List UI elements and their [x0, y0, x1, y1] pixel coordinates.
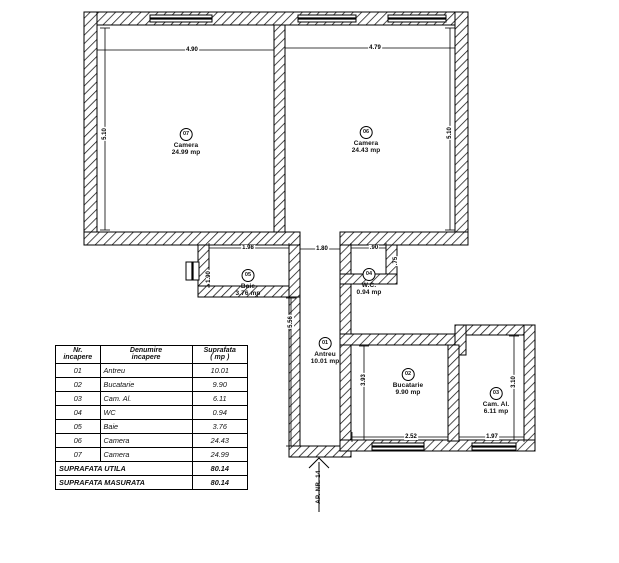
cell-nr: 04 — [55, 404, 101, 420]
room-number-badge: 03 — [489, 387, 503, 400]
dimension-text: 5.10 — [447, 126, 453, 140]
openings — [149, 14, 517, 451]
dimension-text: .90 — [368, 245, 380, 251]
room-schedule-table: Nr. incapere Denumire incapere Suprafata… — [55, 345, 249, 490]
dimension-text: 3.10 — [511, 375, 517, 389]
table-header-row: Nr. incapere Denumire incapere Suprafata… — [55, 345, 249, 364]
cell-area: 6.11 — [191, 390, 249, 406]
room-name: Baie — [240, 282, 256, 290]
room-number-badge: 05 — [241, 269, 255, 282]
walls — [83, 11, 536, 458]
room-number-badge: 04 — [362, 268, 376, 281]
cell-name: Baie — [99, 418, 193, 434]
cell-name: Camera — [99, 446, 193, 462]
header-area: Suprafata ( mp ) — [191, 345, 249, 364]
cell-area: 0.94 — [191, 404, 249, 420]
room-name: W.C. — [361, 281, 377, 289]
dimension-text: 3.93 — [361, 373, 367, 387]
cell-area: 24.43 — [191, 432, 249, 448]
room-area: 0.94 mp — [356, 288, 382, 296]
header-nr: Nr. incapere — [55, 345, 101, 364]
cell-nr: 07 — [55, 446, 101, 462]
cell-name: Antreu — [99, 362, 193, 378]
cell-nr: 05 — [55, 418, 101, 434]
room-area: 3.76 mp — [235, 289, 261, 297]
room-name: Antreu — [314, 350, 336, 358]
room-name: Camera — [173, 141, 199, 149]
dimension-text: 4.79 — [368, 45, 382, 51]
dimension-text: 5.10 — [102, 127, 108, 141]
room-number-badge: 07 — [179, 128, 193, 141]
total-area: 80.14 — [191, 474, 249, 490]
cell-nr: 02 — [55, 376, 101, 392]
total-label: SUPRAFATA UTILA — [55, 460, 193, 476]
entrance-arrow-icon — [308, 457, 330, 512]
dimension-text: 1.98 — [241, 245, 255, 251]
room-area: 6.11 mp — [483, 407, 509, 415]
cell-name: Cam. Al. — [99, 390, 193, 406]
cell-area: 3.76 — [191, 418, 249, 434]
cell-nr: 03 — [55, 390, 101, 406]
dimension-text: 2.52 — [404, 434, 418, 440]
cell-name: Camera — [99, 432, 193, 448]
dimension-text: 1.97 — [485, 434, 499, 440]
dimension-text: 1.80 — [315, 246, 329, 252]
cell-nr: 06 — [55, 432, 101, 448]
room-name: Bucatarie — [392, 381, 424, 389]
room-area: 24.43 mp — [351, 146, 381, 154]
dimension-text: 1.90 — [206, 270, 212, 284]
room-name: Camera — [353, 139, 379, 147]
dimension-text: .75 — [393, 255, 399, 267]
header-name: Denumire incapere — [99, 345, 193, 364]
cell-area: 10.01 — [191, 362, 249, 378]
cell-name: WC — [99, 404, 193, 420]
dimension-text: 4.90 — [185, 47, 199, 53]
room-number-badge: 01 — [318, 337, 332, 350]
cell-nr: 01 — [55, 362, 101, 378]
total-label: SUPRAFATA MASURATA — [55, 474, 193, 490]
cell-area: 24.99 — [191, 446, 249, 462]
cell-name: Bucatarie — [99, 376, 193, 392]
total-area: 80.14 — [191, 460, 249, 476]
room-name: Cam. Al. — [482, 400, 510, 408]
cell-area: 9.90 — [191, 376, 249, 392]
dimension-text: 5.56 — [288, 315, 294, 329]
room-area: 9.90 mp — [395, 388, 421, 396]
room-area: 10.01 mp — [310, 357, 340, 365]
room-number-badge: 02 — [401, 368, 415, 381]
room-number-badge: 06 — [359, 126, 373, 139]
apartment-number-note: AP. NR. 14 — [316, 470, 322, 504]
room-area: 24.99 mp — [171, 148, 201, 156]
